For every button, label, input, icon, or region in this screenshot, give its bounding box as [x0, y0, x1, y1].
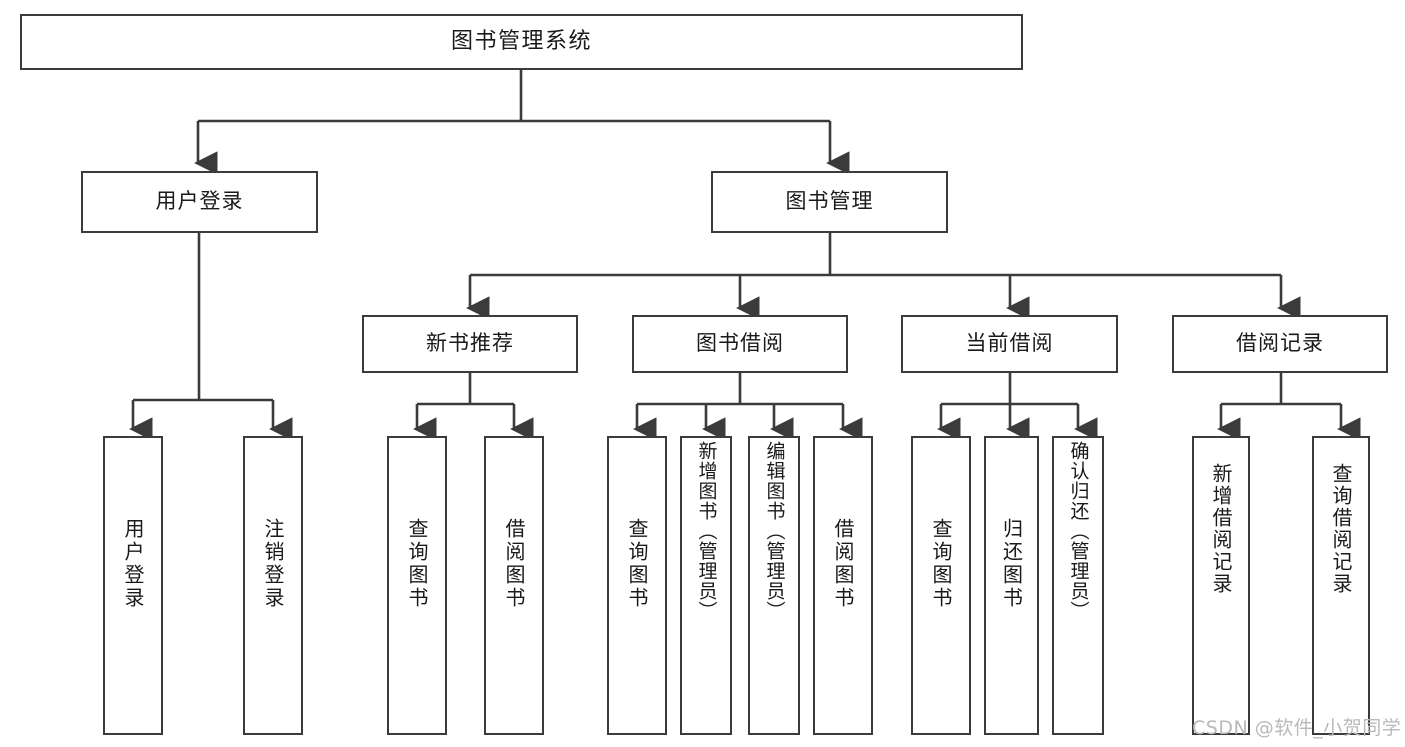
node-book-management[interactable]: 图书管理 [711, 171, 948, 233]
node-leaf-add-record-label: 新增借阅记录 [1209, 463, 1233, 595]
node-new-book-recommend[interactable]: 新书推荐 [362, 315, 578, 373]
node-leaf-query-record[interactable]: 查询借阅记录 [1312, 436, 1370, 735]
node-root-label: 图书管理系统 [450, 28, 592, 54]
node-leaf-query-book-3-label: 查询图书 [929, 518, 953, 610]
node-leaf-confirm-return[interactable]: 确认归还（管理员） [1052, 436, 1104, 735]
node-borrow-record-label: 借阅记录 [1236, 331, 1324, 356]
node-leaf-query-book-2-label: 查询图书 [625, 518, 649, 610]
node-borrow-record[interactable]: 借阅记录 [1172, 315, 1388, 373]
node-leaf-confirm-return-label: 确认归还（管理员） [1067, 441, 1090, 621]
node-leaf-logout-login[interactable]: 注销登录 [243, 436, 303, 735]
node-leaf-query-record-label: 查询借阅记录 [1329, 463, 1353, 595]
node-current-borrow-label: 当前借阅 [965, 331, 1054, 356]
node-leaf-borrow-book-1-label: 借阅图书 [502, 518, 526, 610]
node-leaf-query-book-2[interactable]: 查询图书 [607, 436, 667, 735]
node-book-management-label: 图书管理 [785, 189, 874, 214]
node-user-login-label: 用户登录 [155, 189, 244, 214]
node-user-login[interactable]: 用户登录 [81, 171, 318, 233]
node-leaf-add-book-label: 新增图书（管理员） [695, 441, 718, 621]
node-book-borrow-label: 图书借阅 [696, 331, 784, 356]
node-root[interactable]: 图书管理系统 [20, 14, 1023, 70]
node-leaf-borrow-book-2-label: 借阅图书 [831, 518, 855, 610]
node-leaf-return-book-label: 归还图书 [999, 518, 1024, 610]
node-new-book-recommend-label: 新书推荐 [426, 331, 514, 356]
csdn-watermark: CSDN @软件_小贺同学 [1192, 713, 1401, 740]
node-leaf-edit-book-label: 编辑图书（管理员） [763, 441, 786, 621]
node-current-borrow[interactable]: 当前借阅 [901, 315, 1118, 373]
node-leaf-logout-login-label: 注销登录 [261, 518, 285, 610]
node-leaf-borrow-book-2[interactable]: 借阅图书 [813, 436, 873, 735]
node-leaf-borrow-book-1[interactable]: 借阅图书 [484, 436, 544, 735]
node-leaf-query-book-1[interactable]: 查询图书 [387, 436, 447, 735]
node-book-borrow[interactable]: 图书借阅 [632, 315, 848, 373]
node-leaf-add-record[interactable]: 新增借阅记录 [1192, 436, 1250, 735]
csdn-watermark-text: CSDN @软件_小贺同学 [1192, 717, 1402, 739]
node-leaf-add-book[interactable]: 新增图书（管理员） [680, 436, 732, 735]
node-leaf-user-login[interactable]: 用户登录 [103, 436, 163, 735]
node-leaf-query-book-3[interactable]: 查询图书 [911, 436, 971, 735]
node-leaf-return-book[interactable]: 归还图书 [984, 436, 1039, 735]
node-leaf-user-login-label: 用户登录 [121, 518, 145, 610]
node-leaf-query-book-1-label: 查询图书 [405, 518, 429, 610]
node-leaf-edit-book[interactable]: 编辑图书（管理员） [748, 436, 800, 735]
